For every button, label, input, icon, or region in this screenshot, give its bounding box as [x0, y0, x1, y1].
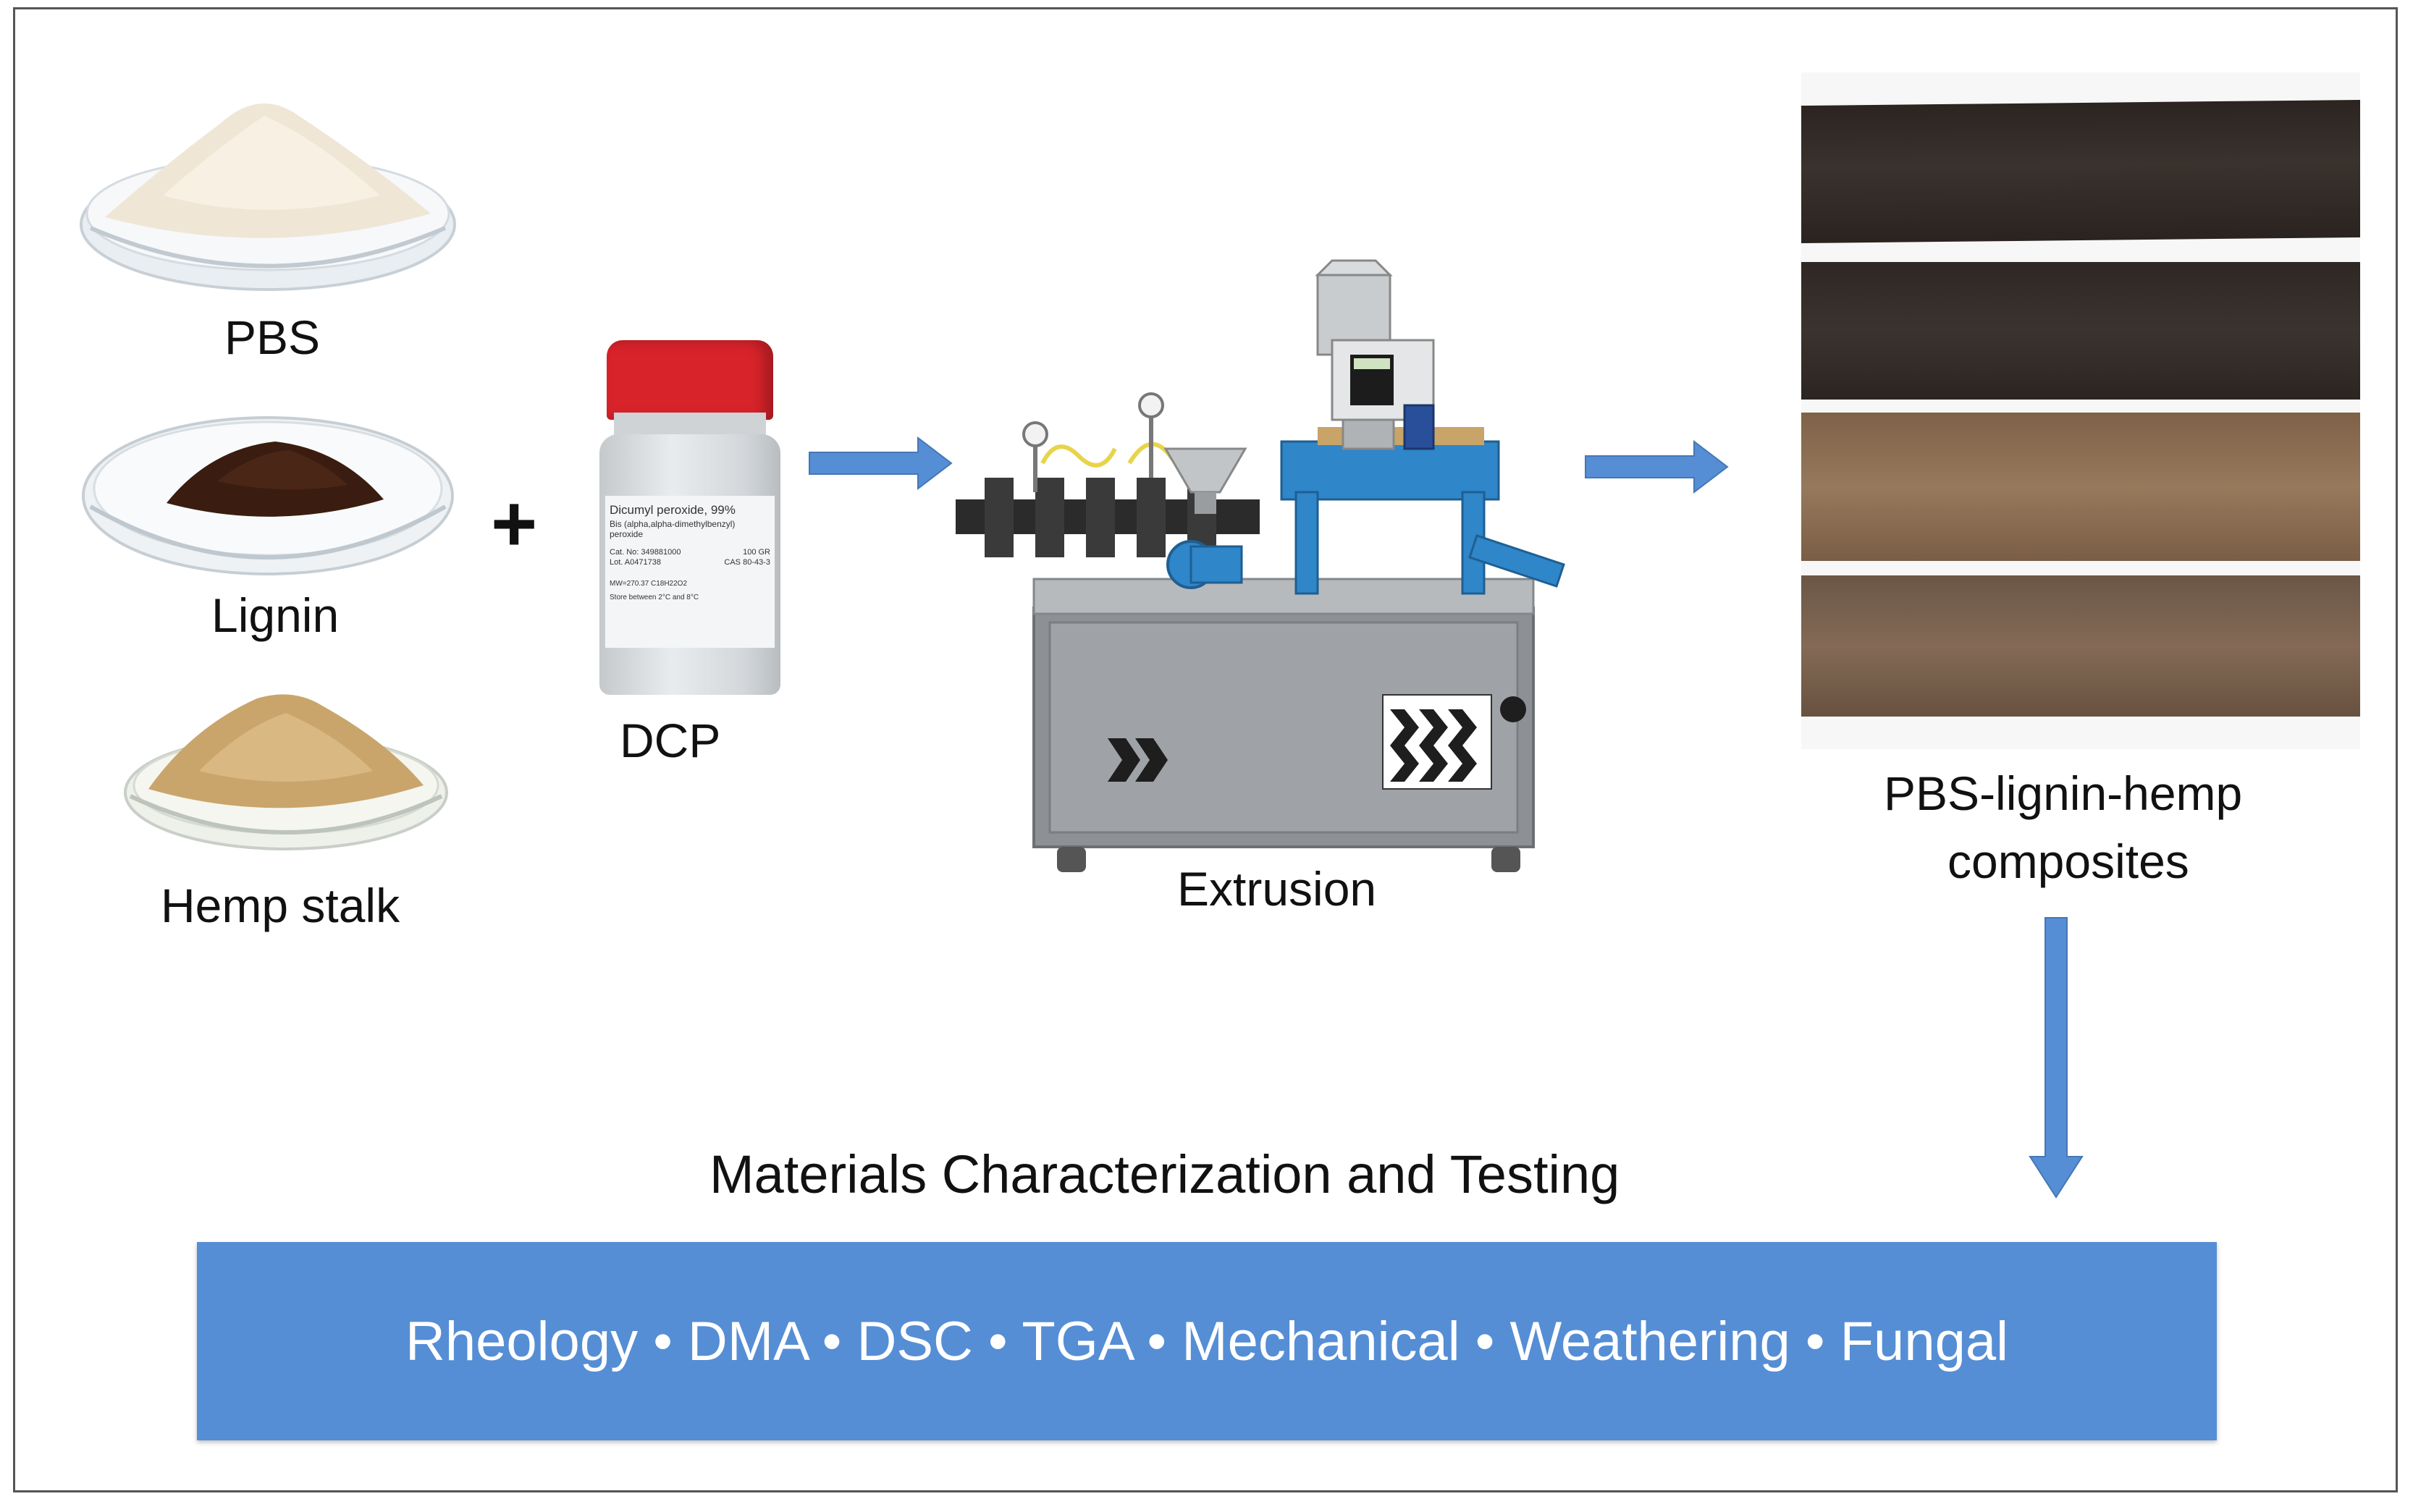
- testing-banner: Rheology • DMA • DSC • TGA • Mechanical …: [197, 1242, 2217, 1440]
- bottle-cat: Cat. No: 349881000: [610, 548, 681, 557]
- strip-brown-1: [1801, 413, 2360, 561]
- arrow-to-testing: [2029, 917, 2084, 1199]
- dcp-bottle: Dicumyl peroxide, 99% Bis (alpha,alpha-d…: [599, 340, 780, 695]
- composites-label-line1: PBS-lignin-hemp: [1884, 766, 2243, 820]
- testing-heading: Materials Characterization and Testing: [709, 1144, 1620, 1204]
- testing-methods: Rheology • DMA • DSC • TGA • Mechanical …: [405, 1310, 2009, 1372]
- bottle-subtitle: Bis (alpha,alpha-dimethylbenzyl) peroxid…: [610, 519, 736, 539]
- extruder-image: [956, 259, 1565, 872]
- arrow-to-composites: [1585, 439, 1729, 494]
- bottle-mw: MW=270.37 C18H22O2: [610, 580, 688, 588]
- strip-dark-2: [1801, 262, 2360, 400]
- bottle-title: Dicumyl peroxide, 99%: [610, 503, 736, 517]
- bottle-label: Dicumyl peroxide, 99% Bis (alpha,alpha-d…: [605, 496, 775, 648]
- strip-dark-1: [1801, 99, 2360, 244]
- bottle-cas: CAS 80-43-3: [724, 558, 770, 567]
- lignin-label: Lignin: [211, 588, 340, 642]
- bottle-storage: Store between 2°C and 8°C: [610, 594, 699, 601]
- hemp-dish-image: [124, 694, 448, 850]
- extrusion-label: Extrusion: [1177, 862, 1377, 916]
- bottle-lot: Lot. A0471738: [610, 558, 661, 567]
- composite-strips-image: [1801, 72, 2360, 749]
- dcp-label: DCP: [620, 714, 721, 767]
- hemp-label: Hemp stalk: [161, 879, 400, 932]
- lignin-dish-image: [82, 416, 454, 575]
- pbs-dish-image: [80, 104, 456, 291]
- arrow-to-extruder: [809, 436, 953, 491]
- pbs-label: PBS: [224, 311, 321, 364]
- bottle-cap: [607, 340, 773, 420]
- strip-brown-2: [1801, 575, 2360, 717]
- bottle-size: 100 GR: [743, 548, 770, 557]
- plus-sign: +: [491, 479, 538, 568]
- composites-label-line2: composites: [1947, 835, 2189, 888]
